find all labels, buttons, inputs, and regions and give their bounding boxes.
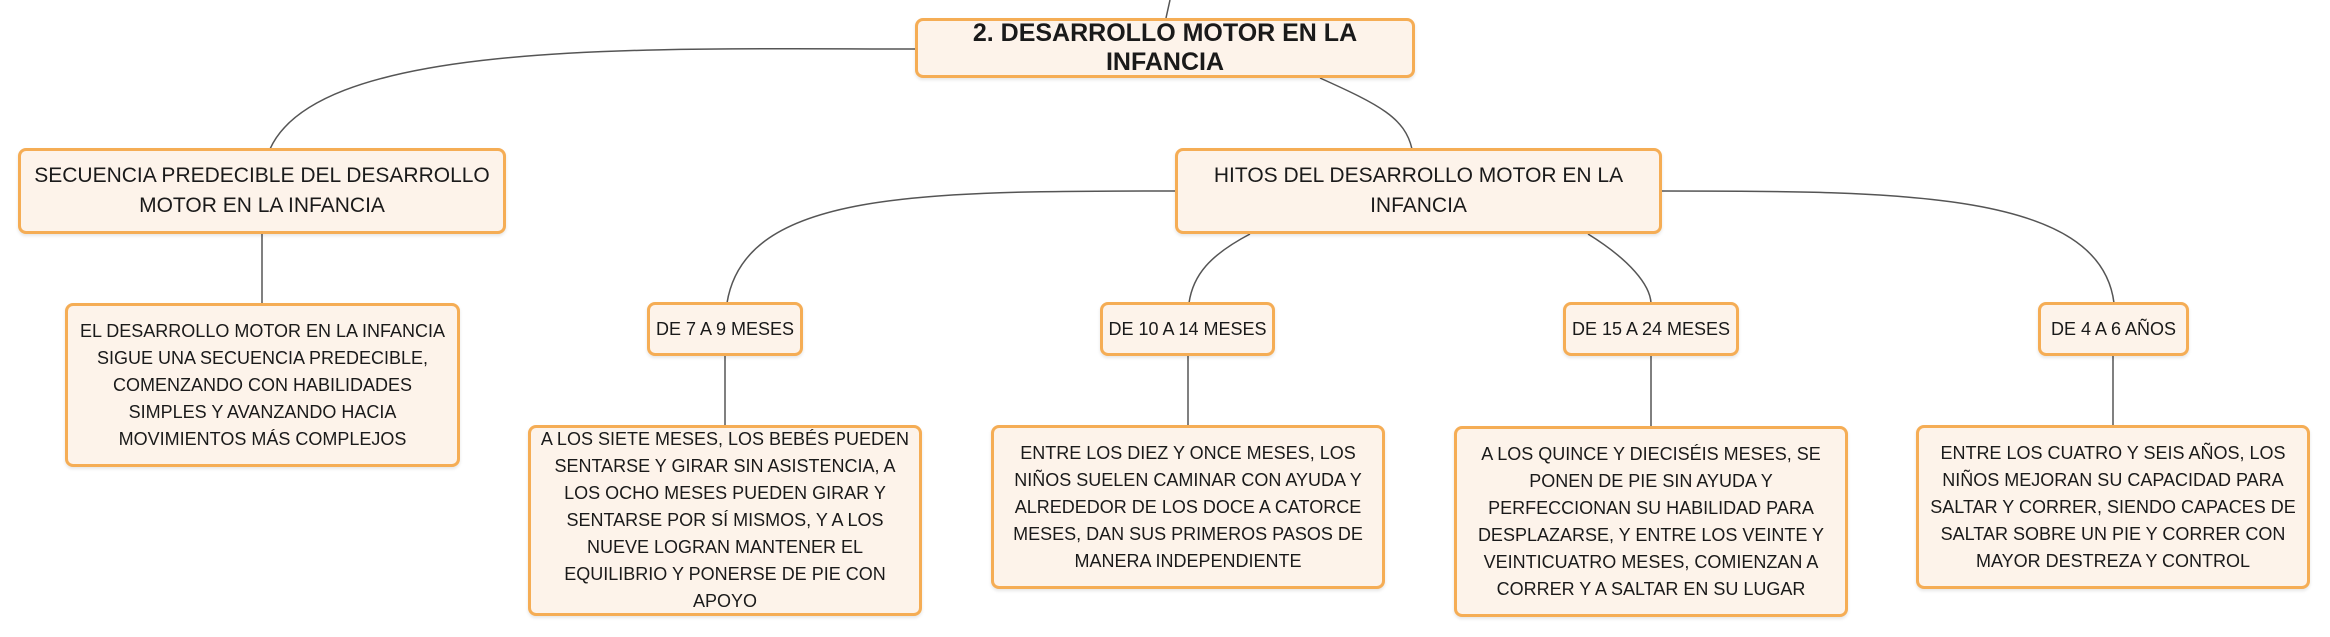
stage-10-14-months[interactable]: DE 10 A 14 MESES [1100, 302, 1275, 356]
stage-detail-text: ENTRE LOS CUATRO Y SEIS AÑOS, LOS NIÑOS … [1930, 442, 2296, 571]
sequence-detail[interactable]: EL DESARROLLO MOTOR EN LA INFANCIA SIGUE… [65, 303, 460, 467]
sequence-topic[interactable]: SECUENCIA PREDECIBLE DEL DESARROLLO MOTO… [18, 148, 506, 234]
milestones-topic-label: HITOS DEL DESARROLLO MOTOR EN LA INFANCI… [1213, 164, 1624, 217]
milestones-topic[interactable]: HITOS DEL DESARROLLO MOTOR EN LA INFANCI… [1175, 148, 1662, 234]
stage-label: DE 4 A 6 AÑOS [2050, 318, 2177, 339]
connector-root-parent [1165, 0, 1171, 19]
connector-root-sequence [269, 47, 916, 150]
connector-milestones-stage-3 [1587, 233, 1652, 304]
stage-label: DE 15 A 24 MESES [1571, 318, 1731, 339]
sequence-detail-text: EL DESARROLLO MOTOR EN LA INFANCIA SIGUE… [79, 320, 446, 449]
connector-milestones-stage-4 [1661, 190, 2115, 304]
stage-15-24-months[interactable]: DE 15 A 24 MESES [1563, 302, 1739, 356]
stage-detail-text: ENTRE LOS DIEZ Y ONCE MESES, LOS NIÑOS S… [1013, 442, 1363, 571]
connector-milestones-stage-2 [1188, 233, 1251, 304]
stage-15-24-months-detail[interactable]: A LOS QUINCE Y DIECISÉIS MESES, SE PONEN… [1454, 426, 1848, 617]
connector-milestones-stage-1 [726, 190, 1176, 304]
stage-detail-text: A LOS SIETE MESES, LOS BEBÉS PUEDEN SENT… [540, 429, 910, 611]
stage-label: DE 7 A 9 MESES [655, 318, 795, 339]
root-topic[interactable]: 2. DESARROLLO MOTOR EN LA INFANCIA [915, 18, 1415, 78]
root-topic-label: 2. DESARROLLO MOTOR EN LA INFANCIA [972, 19, 1358, 76]
stage-7-9-months[interactable]: DE 7 A 9 MESES [647, 302, 803, 356]
stage-10-14-months-detail[interactable]: ENTRE LOS DIEZ Y ONCE MESES, LOS NIÑOS S… [991, 425, 1385, 589]
stage-4-6-years[interactable]: DE 4 A 6 AÑOS [2038, 302, 2189, 356]
sequence-topic-label: SECUENCIA PREDECIBLE DEL DESARROLLO MOTO… [34, 164, 490, 217]
stage-7-9-months-detail[interactable]: A LOS SIETE MESES, LOS BEBÉS PUEDEN SENT… [528, 425, 922, 616]
stage-4-6-years-detail[interactable]: ENTRE LOS CUATRO Y SEIS AÑOS, LOS NIÑOS … [1916, 425, 2310, 589]
stage-label: DE 10 A 14 MESES [1108, 318, 1267, 339]
stage-detail-text: A LOS QUINCE Y DIECISÉIS MESES, SE PONEN… [1477, 443, 1825, 599]
connector-root-milestones [1319, 77, 1413, 150]
